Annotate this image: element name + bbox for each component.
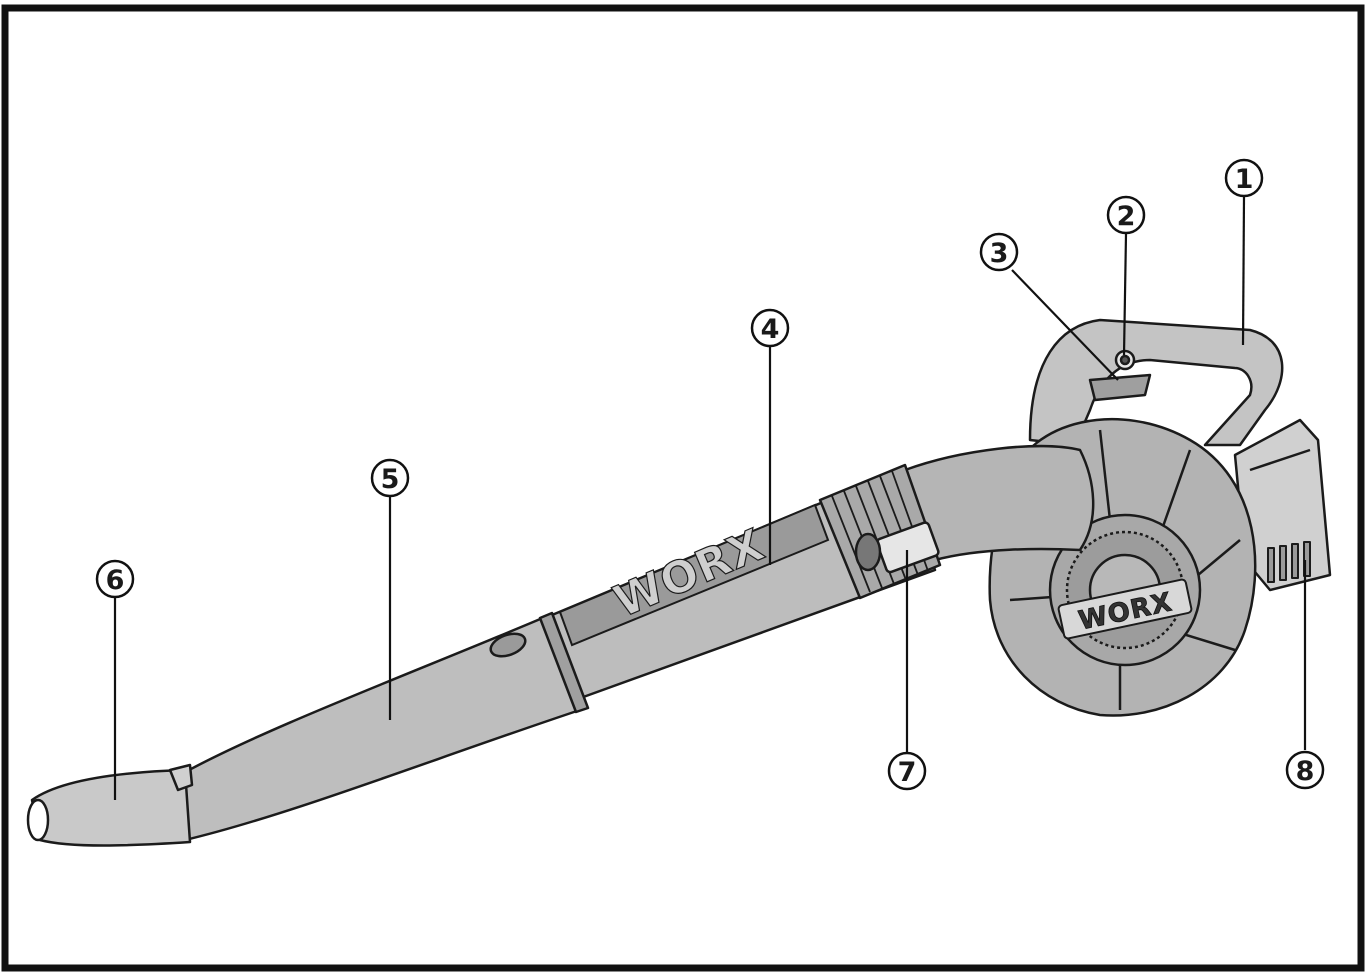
tube-joint-ring: [538, 611, 590, 714]
upper-tube: [538, 463, 942, 702]
battery-vents: [1267, 541, 1311, 583]
diagram-frame: [1, 4, 1365, 972]
leader-line-1: [1241, 196, 1246, 346]
leader-lines: [113, 196, 1307, 800]
callout-2-label: 2: [1117, 201, 1136, 232]
leader-line-3: [1011, 269, 1119, 381]
callout-7: 7: [887, 751, 927, 791]
trigger: [1088, 373, 1152, 402]
callout-6: 6: [95, 559, 135, 599]
tube-release-latch: [875, 521, 940, 574]
callout-4-label: 4: [761, 314, 780, 345]
nozzle: [26, 763, 194, 847]
callout-4: 4: [750, 308, 790, 348]
lower-tube: [178, 611, 590, 842]
callout-6-label: 6: [106, 565, 125, 596]
callout-1-label: 1: [1235, 164, 1254, 195]
callout-5: 5: [370, 458, 410, 498]
callout-8-label: 8: [1296, 756, 1315, 787]
callout-3: 3: [979, 232, 1019, 272]
callout-1: 1: [1224, 158, 1264, 198]
callouts: 1 2 3 4 5 6 7 8: [95, 158, 1325, 791]
callout-8: 8: [1285, 750, 1325, 790]
callout-3-label: 3: [990, 238, 1009, 269]
callout-7-label: 7: [898, 757, 917, 788]
elbow-tube: [903, 444, 1095, 562]
leader-line-2: [1122, 233, 1128, 356]
callout-5-label: 5: [381, 464, 400, 495]
callout-2: 2: [1106, 195, 1146, 235]
